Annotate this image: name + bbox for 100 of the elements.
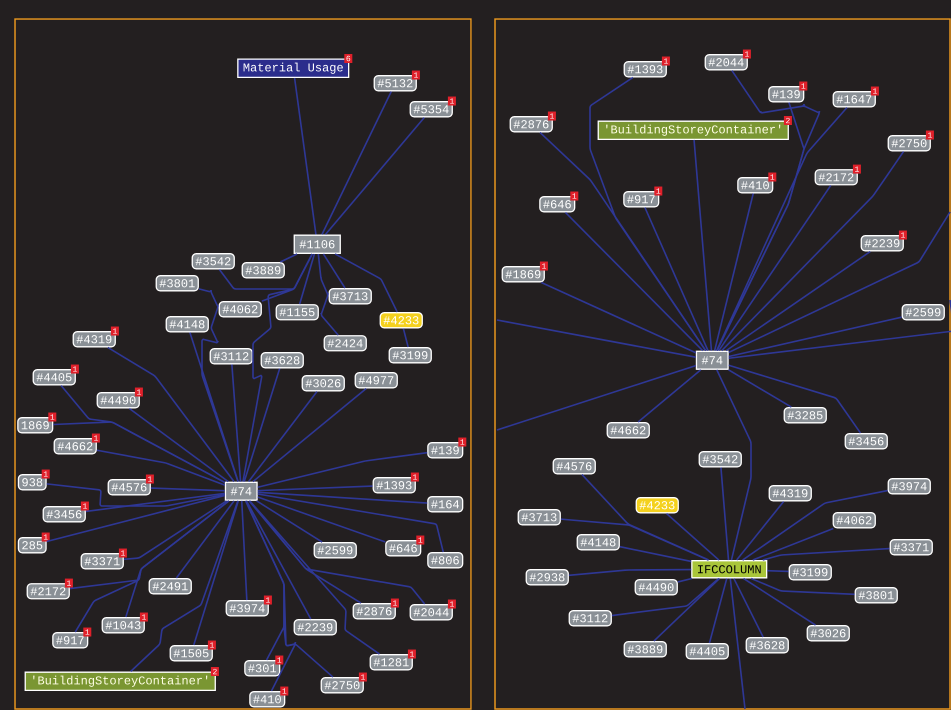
- link-line: [539, 132, 706, 352]
- link-line: [130, 500, 239, 672]
- link-line: [736, 500, 784, 561]
- link-line: [96, 449, 226, 486]
- link-line: [678, 578, 692, 583]
- node-label: #1155: [276, 304, 319, 320]
- link-line: [402, 328, 409, 348]
- node-label: #3801: [854, 587, 898, 604]
- count-badge: 1: [42, 470, 50, 479]
- node-label: #3542: [192, 253, 235, 270]
- link-line: [46, 483, 225, 507]
- link-line: [728, 300, 951, 360]
- node-label: #4062: [218, 301, 262, 318]
- link-line: [653, 578, 720, 642]
- count-badge: 1: [42, 532, 50, 542]
- node-label: #806: [427, 552, 464, 568]
- node-label: #3889: [624, 641, 667, 658]
- link-line: [150, 487, 225, 492]
- node-label: #164: [427, 496, 464, 512]
- link-line: [257, 496, 386, 543]
- node-label: #4148: [166, 316, 209, 332]
- type-node: IFCCOLUMN: [691, 560, 768, 578]
- node-label: #2938: [526, 569, 569, 586]
- link-line: [728, 364, 862, 434]
- link-line: [193, 500, 240, 646]
- link-line: [258, 485, 373, 492]
- link-line: [258, 492, 428, 504]
- link-line: [716, 102, 805, 351]
- link-line: [298, 254, 316, 304]
- link-line: [249, 500, 380, 655]
- link-line: [720, 467, 730, 560]
- link-line: [496, 319, 696, 358]
- link-line: [762, 548, 890, 561]
- link-line: [714, 193, 754, 351]
- node-label: #2599: [314, 542, 357, 558]
- node-label: #3199: [788, 564, 832, 580]
- node-label: #3026: [302, 375, 345, 392]
- link-line: [124, 500, 227, 560]
- node-label: #3026: [806, 625, 850, 642]
- link-line: [46, 494, 225, 542]
- link-line: [693, 140, 712, 351]
- node-label: #2424: [324, 335, 367, 352]
- node-label: #4148: [576, 534, 620, 550]
- hub-node: #1106: [294, 234, 341, 254]
- highlighted-node: #4233: [636, 497, 679, 514]
- link-line: [730, 578, 746, 710]
- link-line: [728, 316, 902, 358]
- link-line: [240, 500, 248, 600]
- hub-node: #74: [696, 350, 729, 370]
- link-line: [742, 490, 888, 561]
- link-line: [334, 253, 398, 312]
- link-line: [294, 78, 317, 235]
- highlighted-node: #4233: [380, 312, 423, 328]
- link-line: [752, 528, 834, 561]
- link-line: [53, 421, 226, 484]
- node-label: #4490: [634, 579, 678, 596]
- node-label: #3889: [242, 262, 285, 278]
- link-line: [541, 282, 696, 354]
- link-line: [718, 184, 832, 352]
- link-line: [708, 578, 728, 644]
- node-label: #3456: [844, 433, 888, 450]
- node-label: #2239: [294, 619, 337, 636]
- link-line: [258, 452, 428, 488]
- link-line: [581, 474, 709, 561]
- link-line: [728, 212, 951, 354]
- node-label: #4319: [768, 485, 812, 502]
- link-line: [496, 364, 696, 431]
- link-line: [248, 391, 318, 482]
- link-line: [644, 207, 709, 351]
- node-label: #4062: [832, 512, 876, 528]
- node-label: #3628: [260, 352, 304, 368]
- link-line: [666, 512, 720, 561]
- node-label: #3974: [888, 478, 931, 494]
- link-line: [733, 578, 764, 638]
- link-line: [716, 370, 752, 560]
- link-line: [242, 254, 313, 482]
- node-label: #3285: [784, 407, 827, 424]
- link-line: [716, 106, 848, 351]
- link-line: [726, 250, 871, 352]
- link-line: [728, 369, 792, 408]
- link-line: [248, 500, 426, 605]
- link-line: [189, 332, 239, 482]
- link-line: [568, 568, 692, 576]
- link-line: [258, 493, 444, 552]
- node-label: #4662: [606, 422, 650, 438]
- link-line: [176, 500, 235, 579]
- link-line: [256, 500, 323, 543]
- link-line: [767, 570, 789, 572]
- link-line: [107, 346, 235, 482]
- node-label: #4977: [354, 372, 398, 388]
- link-line: [321, 91, 392, 235]
- link-line: [243, 368, 280, 482]
- node-label: #3112: [568, 610, 612, 626]
- node-label: #2599: [902, 304, 945, 320]
- link-line: [318, 254, 339, 336]
- node-label: #3628: [746, 637, 789, 654]
- link-line: [638, 369, 702, 423]
- link-line: [743, 578, 816, 626]
- link-line: [721, 151, 904, 352]
- link-line: [280, 253, 298, 263]
